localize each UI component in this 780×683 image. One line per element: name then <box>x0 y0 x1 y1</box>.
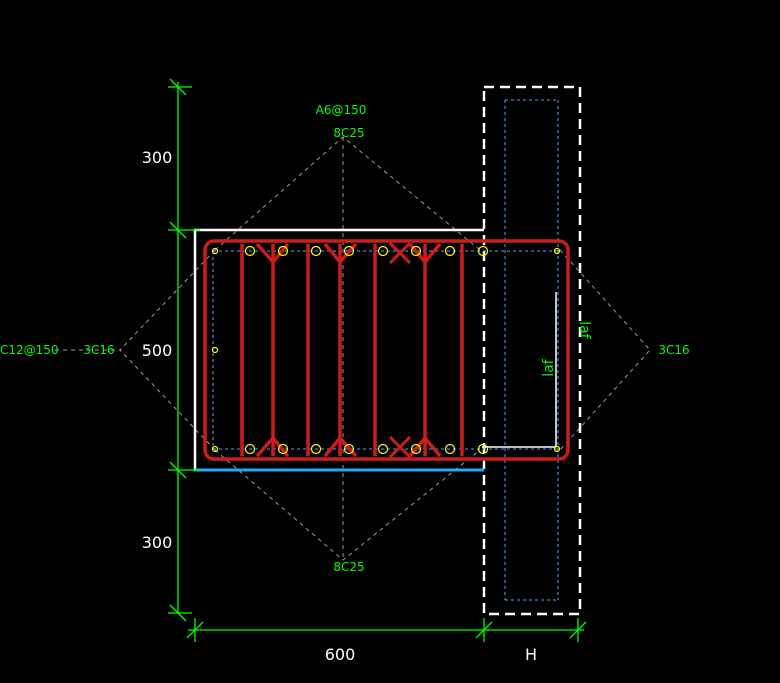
dim-left-mid-text: 500 <box>142 341 173 360</box>
dim-left-slash-3 <box>169 461 187 479</box>
rebar-top-3 <box>310 245 322 257</box>
dim-bottom <box>186 618 587 642</box>
rebar-bottom-7 <box>444 443 456 455</box>
outline-column <box>482 85 582 616</box>
dim-left-slash-1 <box>169 78 187 96</box>
outer-stirrup <box>203 239 570 461</box>
label-left-tie: C12@150 <box>0 343 59 357</box>
label-right-bars: 3C16 <box>658 343 689 357</box>
dim-left <box>168 78 200 622</box>
stirrups <box>203 239 570 461</box>
rebar-top-8 <box>477 245 489 257</box>
guide-bottom <box>214 449 481 561</box>
rebar-corner-bl <box>211 445 219 453</box>
rebar-dots <box>211 245 561 455</box>
rebar-bottom-8 <box>477 443 489 455</box>
label-top-bars: 8C25 <box>333 126 364 140</box>
hook-top-2 <box>323 242 358 264</box>
rebar-bottom-4 <box>343 443 355 455</box>
anchorage-lines <box>482 292 557 448</box>
dim-bottom-left-text: 600 <box>325 645 356 664</box>
rebar-top-1 <box>244 245 256 257</box>
dim-left-slash-4 <box>169 604 187 622</box>
hook-bottom-3 <box>408 436 442 458</box>
hook-bottom-1 <box>255 436 290 458</box>
dim-bottom-right-text: H <box>525 645 537 664</box>
guide-diamonds <box>55 136 651 561</box>
x-mark-icon <box>388 241 412 459</box>
label-bottom-bars: 8C25 <box>333 560 364 574</box>
dim-left-bottom-text: 300 <box>142 533 173 552</box>
rebar-bottom-6 <box>410 443 422 455</box>
hook-bottom-2 <box>323 436 358 458</box>
dim-left-slash-2 <box>169 221 187 239</box>
rebar-top-5 <box>377 245 389 257</box>
rebar-top-6 <box>410 245 422 257</box>
rebar-bottom-3 <box>310 443 322 455</box>
rebar-corner-tl <box>211 247 219 255</box>
rebar-bottom-1 <box>244 443 256 455</box>
dim-bottom-slash-2 <box>475 621 493 639</box>
rebar-corner-br <box>553 445 561 453</box>
guide-right <box>559 249 651 451</box>
rebar-corner-tr <box>553 247 561 255</box>
hook-top-1 <box>255 242 290 264</box>
label-anchor-horizontal: laf <box>576 321 592 339</box>
dim-bottom-slash-3 <box>569 621 587 639</box>
rebar-top-4 <box>343 245 355 257</box>
rebar-top-2 <box>277 245 289 257</box>
rebar-left-mid <box>211 346 219 354</box>
hook-top-3 <box>408 242 442 264</box>
x-mark-top-b <box>388 241 412 265</box>
rebar-bottom-5 <box>377 443 389 455</box>
dim-left-top-text: 300 <box>142 148 173 167</box>
rebar-bottom-2 <box>277 443 289 455</box>
label-stirrup-spec: A6@150 <box>316 103 367 117</box>
label-left-bars: 3C16 <box>83 343 114 357</box>
label-anchor-vertical: laf <box>541 358 557 376</box>
rebar-top-7 <box>444 245 456 257</box>
dim-bottom-slash-1 <box>186 621 204 639</box>
x-mark-bottom-b <box>388 435 412 459</box>
